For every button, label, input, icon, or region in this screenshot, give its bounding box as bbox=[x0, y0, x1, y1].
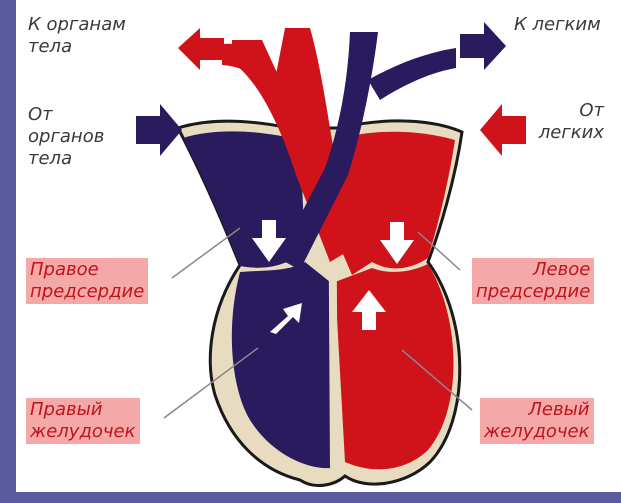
arrow-from-body bbox=[136, 104, 182, 156]
pointer-right-atrium bbox=[172, 228, 240, 278]
label-to-lungs: К легким bbox=[514, 14, 601, 36]
left-ventricle-chamber bbox=[335, 264, 454, 469]
arrow-to-lungs bbox=[460, 22, 506, 70]
pulmonary-artery-branch bbox=[368, 48, 456, 100]
label-to-body: К органам тела bbox=[28, 14, 126, 58]
label-left-ventricle: Левый желудочек bbox=[480, 398, 594, 444]
label-from-body: От органов тела bbox=[28, 104, 104, 170]
label-right-atrium: Правое предсердие bbox=[26, 258, 148, 304]
label-from-lungs: От легких bbox=[520, 100, 604, 144]
label-left-atrium: Левое предсердие bbox=[472, 258, 594, 304]
label-right-ventricle: Правый желудочек bbox=[26, 398, 140, 444]
arrow-to-body bbox=[178, 28, 224, 70]
